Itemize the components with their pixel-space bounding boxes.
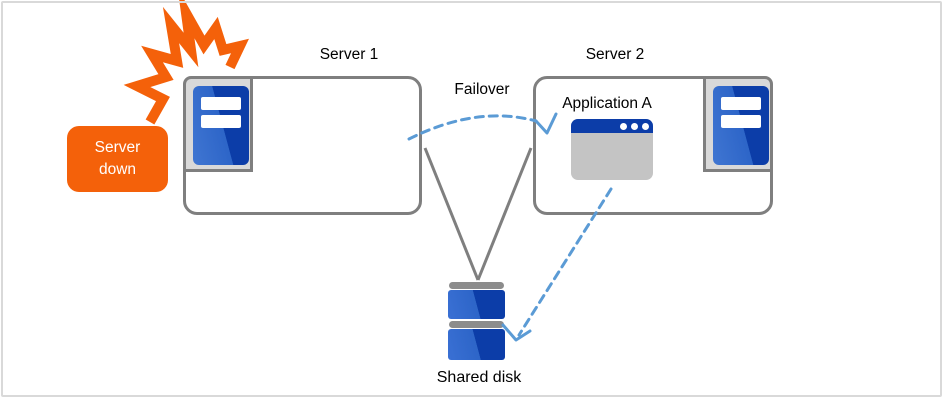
failover-arrow xyxy=(407,114,538,141)
window-dot-icon xyxy=(642,123,649,130)
failover-label: Failover xyxy=(454,81,510,98)
server-down-badge: Server down xyxy=(67,126,168,192)
server2-to-disk-line xyxy=(476,147,533,281)
server1-to-disk-line xyxy=(423,147,480,281)
application-label: Application A xyxy=(562,95,652,112)
window-dot-icon xyxy=(620,123,627,130)
tower-slot xyxy=(721,97,761,110)
disk-stack-icon xyxy=(448,329,505,360)
tower-slot xyxy=(721,115,761,128)
server1-label: Server 1 xyxy=(319,46,379,63)
app-to-disk-arrowhead-icon xyxy=(501,323,532,342)
disk-stack-icon xyxy=(449,282,504,289)
shared-disk-label: Shared disk xyxy=(436,369,522,386)
disk-stack-icon xyxy=(449,321,504,328)
app-window-titlebar xyxy=(571,119,653,133)
server2-label: Server 2 xyxy=(585,46,645,63)
server1-hardware-panel xyxy=(183,76,253,172)
tower-slot xyxy=(201,115,241,128)
disk-stack-icon xyxy=(448,290,505,319)
tower-slot xyxy=(201,97,241,110)
window-dot-icon xyxy=(631,123,638,130)
server-tower-icon xyxy=(193,86,249,165)
server2-hardware-panel xyxy=(703,76,773,172)
server-tower-icon xyxy=(713,86,769,165)
app-window-icon xyxy=(571,119,653,180)
